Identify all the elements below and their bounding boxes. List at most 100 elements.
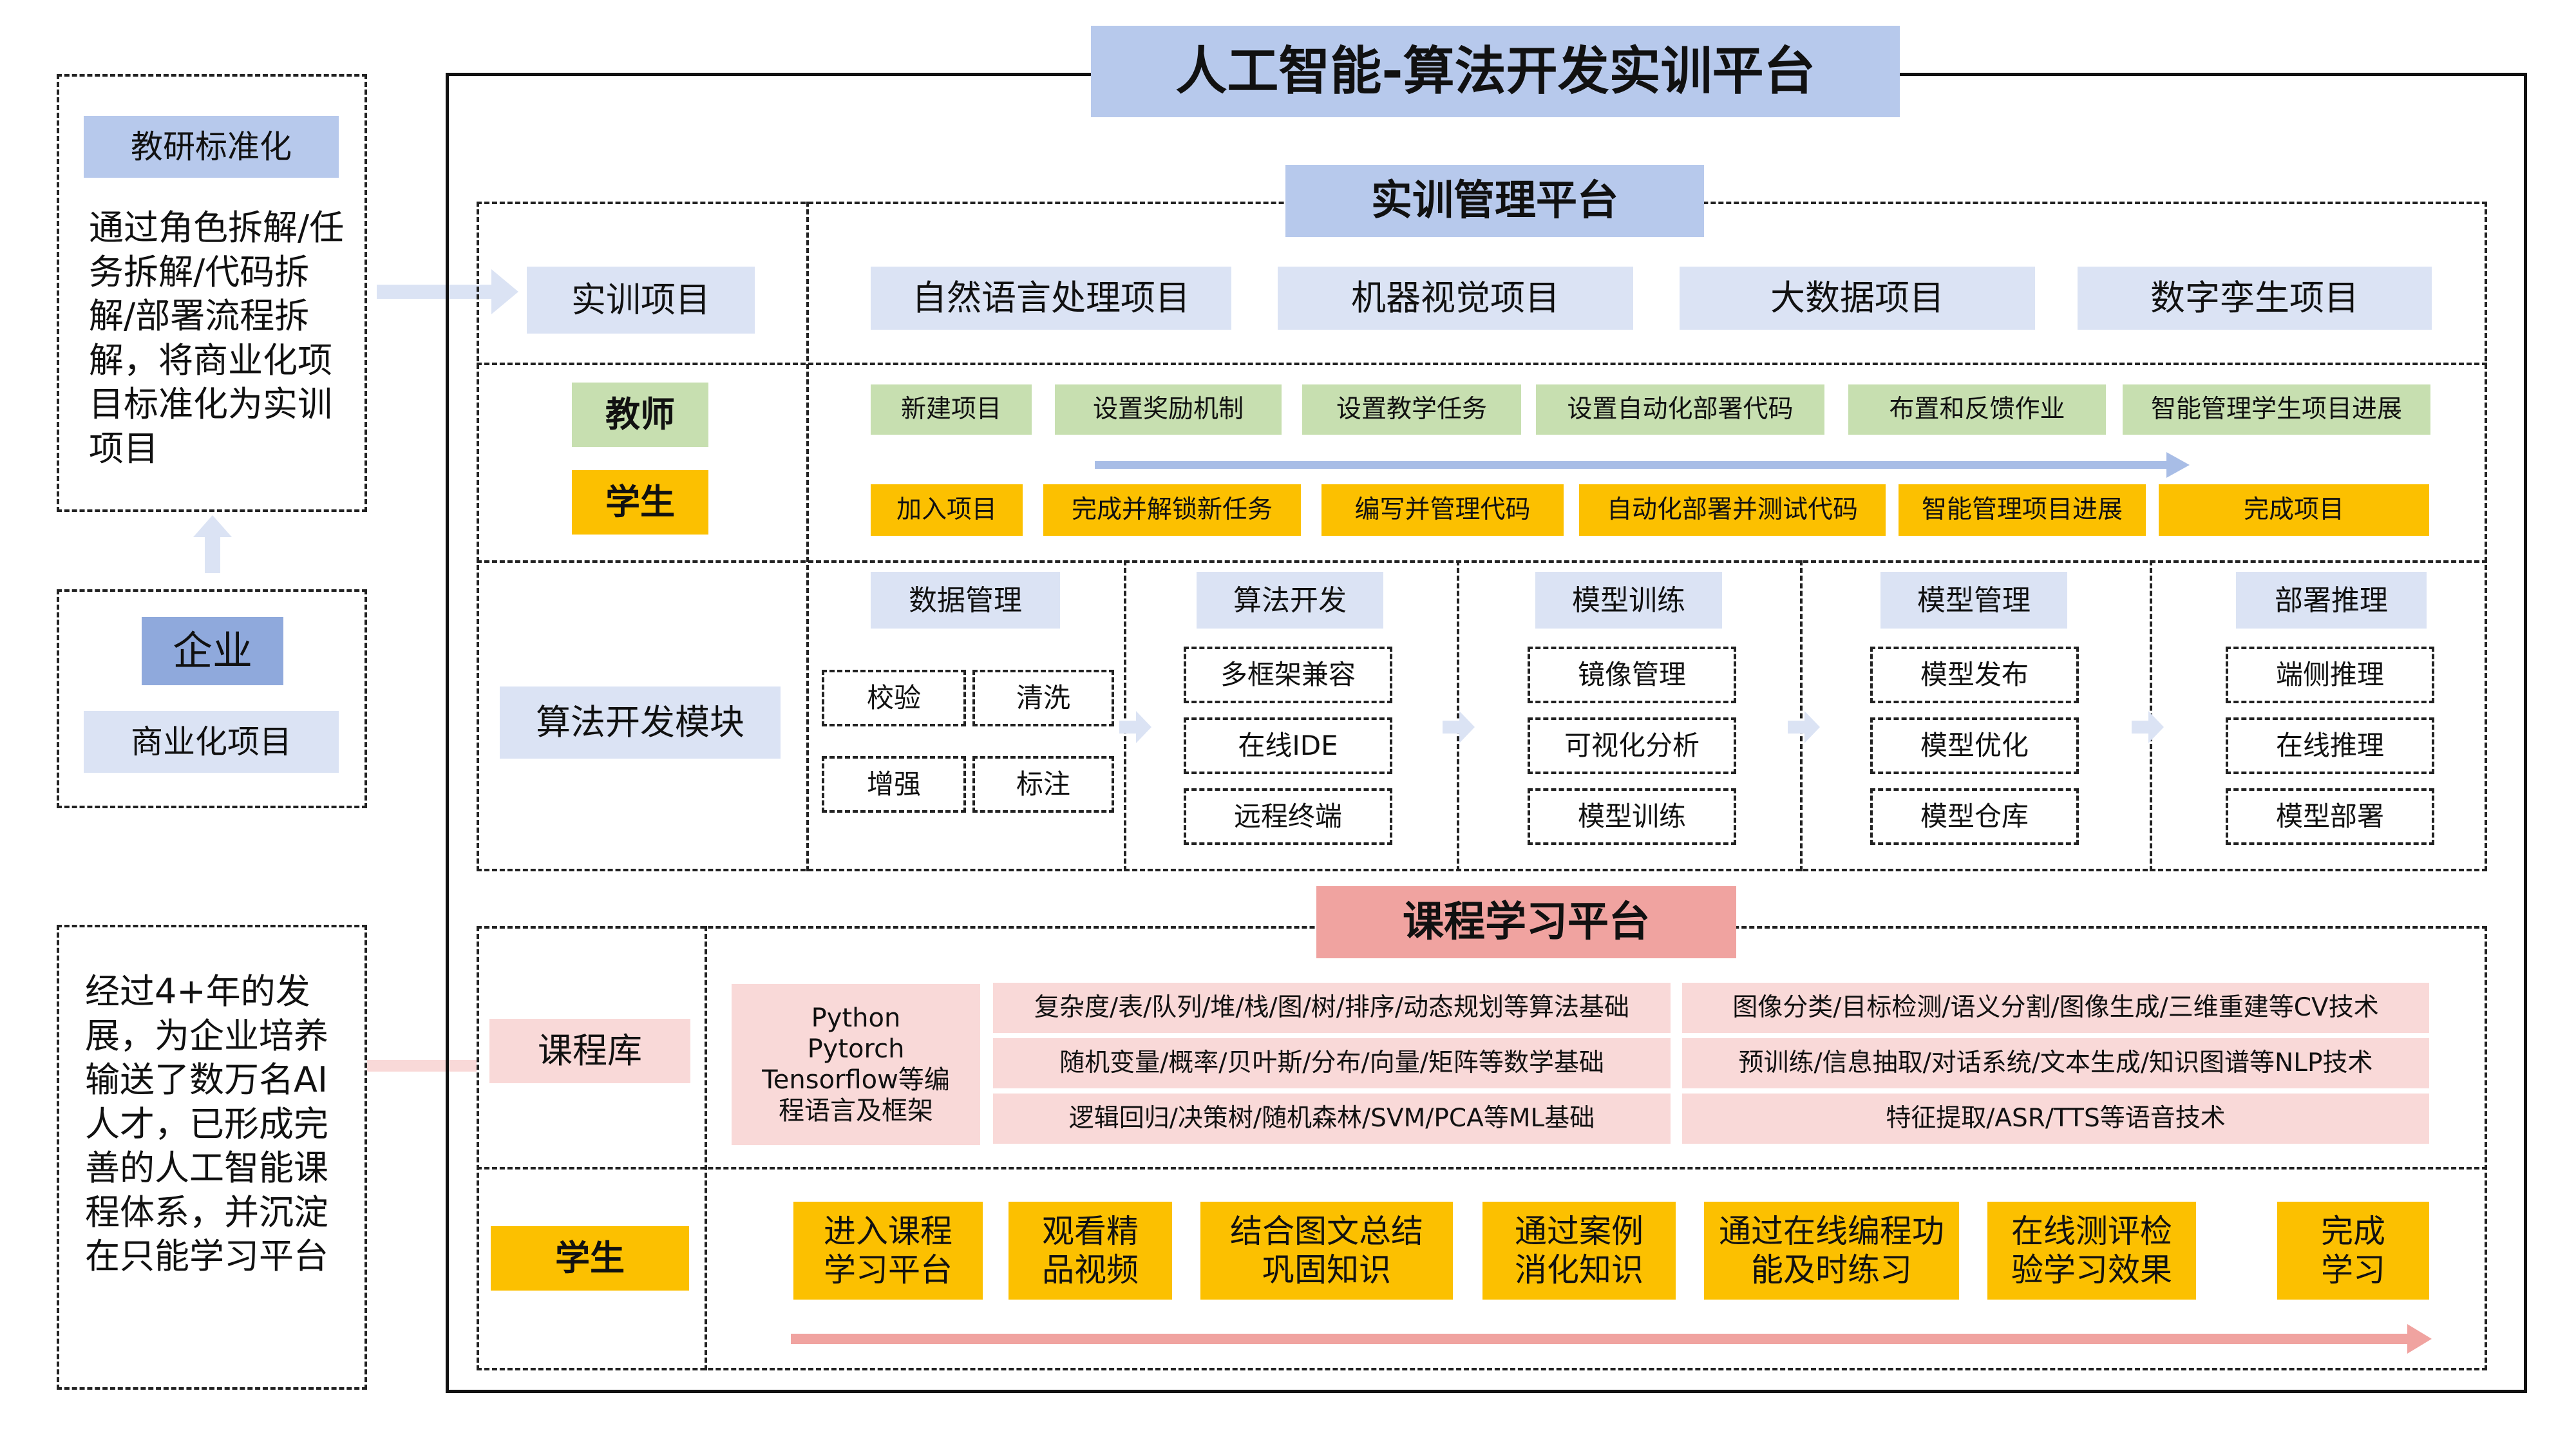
course-step-practice: 通过在线编程功 能及时练习 <box>1704 1202 1959 1300</box>
training-projects-label: 实训项目 <box>527 267 755 334</box>
deploy-model-deploy-box: 模型部署 <box>2226 788 2434 845</box>
course-library-label: 课程库 <box>489 1019 690 1083</box>
divider-course-row <box>477 1167 2487 1170</box>
language-framework-box: Python Pytorch Tensorflow等编 程语言及框架 <box>732 984 980 1145</box>
teacher-step-smart-management: 智能管理学生项目进展 <box>2123 384 2430 435</box>
teacher-step-tasks: 设置教学任务 <box>1302 384 1521 435</box>
up-arrow <box>193 515 232 573</box>
course-step-assessment: 在线测评检 验学习效果 <box>1987 1202 2196 1300</box>
standardization-tag: 教研标准化 <box>84 116 339 178</box>
commercial-project-tag: 商业化项目 <box>84 711 339 773</box>
train-image-mgmt-box: 镜像管理 <box>1528 647 1736 703</box>
data-augment-box: 增强 <box>822 756 966 813</box>
divider-module-1 <box>1124 560 1126 871</box>
teacher-step-reward: 设置奖励机制 <box>1055 384 1282 435</box>
algo-multi-framework-box: 多框架兼容 <box>1184 647 1392 703</box>
student-label-mgmt: 学生 <box>572 470 708 535</box>
lang-tensorflow: Tensorflow等编 <box>762 1065 950 1095</box>
module-arrow-2 <box>1443 711 1475 743</box>
divider-row-1 <box>477 363 2487 365</box>
divider-left-column <box>806 202 809 871</box>
project-cv: 机器视觉项目 <box>1278 267 1633 330</box>
student-step-unlock: 完成并解锁新任务 <box>1043 484 1301 536</box>
course-speech-tech: 特征提取/ASR/TTS等语音技术 <box>1682 1094 2429 1144</box>
divider-row-2 <box>477 560 2487 563</box>
lang-python: Python <box>811 1003 901 1033</box>
deploy-edge-inference-box: 端侧推理 <box>2226 647 2434 703</box>
student-step-progress: 智能管理项目进展 <box>1899 484 2146 536</box>
module-model-training-title: 模型训练 <box>1535 572 1722 629</box>
course-step-finish-line2: 学习 <box>2321 1251 2385 1289</box>
project-bigdata: 大数据项目 <box>1680 267 2035 330</box>
course-step-practice-line1: 通过在线编程功 <box>1719 1213 1944 1250</box>
module-algorithm-dev-title: 算法开发 <box>1197 572 1383 629</box>
data-clean-box: 清洗 <box>972 670 1114 726</box>
algo-online-ide-box: 在线IDE <box>1184 717 1392 774</box>
project-nlp: 自然语言处理项目 <box>871 267 1231 330</box>
course-step-case: 通过案例 消化知识 <box>1482 1202 1676 1300</box>
student-step-join: 加入项目 <box>871 484 1023 536</box>
course-step-case-line2: 消化知识 <box>1515 1251 1643 1289</box>
training-management-title: 实训管理平台 <box>1285 165 1704 237</box>
lang-pytorch: Pytorch <box>807 1034 905 1064</box>
teacher-step-new-project: 新建项目 <box>871 384 1032 435</box>
course-step-assessment-line2: 验学习效果 <box>2011 1251 2172 1289</box>
module-arrow-4 <box>2132 711 2164 743</box>
divider-course-left <box>705 926 707 1370</box>
page-title: 人工智能-算法开发实训平台 <box>1091 26 1900 117</box>
standardization-description: 通过角色拆解/任务拆解/代码拆解/部署流程拆解，将商业化项目标准化为实训项目 <box>89 207 345 469</box>
train-model-training-box: 模型训练 <box>1528 788 1736 845</box>
talent-panel <box>57 925 367 1390</box>
course-step-enter: 进入课程 学习平台 <box>793 1202 983 1300</box>
deploy-online-inference-box: 在线推理 <box>2226 717 2434 774</box>
course-step-enter-line1: 进入课程 <box>824 1213 952 1250</box>
module-model-management-title: 模型管理 <box>1880 572 2067 629</box>
course-ml-basics: 逻辑回归/决策树/随机森林/SVM/PCA等ML基础 <box>993 1094 1671 1144</box>
course-flow-arrow <box>791 1323 2432 1355</box>
model-publish-box: 模型发布 <box>1870 647 2079 703</box>
course-step-video: 观看精 品视频 <box>1009 1202 1172 1300</box>
student-label-course: 学生 <box>491 1226 689 1291</box>
course-nlp-tech: 预训练/信息抽取/对话系统/文本生成/知识图谱等NLP技术 <box>1682 1038 2429 1088</box>
course-step-finish: 完成 学习 <box>2277 1202 2429 1300</box>
model-optimize-box: 模型优化 <box>1870 717 2079 774</box>
enterprise-tag: 企业 <box>142 617 283 685</box>
module-data-management-title: 数据管理 <box>871 572 1060 629</box>
data-annotate-box: 标注 <box>972 756 1114 813</box>
course-step-case-line1: 通过案例 <box>1515 1213 1643 1250</box>
algo-remote-terminal-box: 远程终端 <box>1184 788 1392 845</box>
enterprise-panel <box>57 589 367 808</box>
course-step-assessment-line1: 在线测评检 <box>2011 1213 2172 1250</box>
student-step-complete: 完成项目 <box>2159 484 2429 536</box>
course-step-finish-line1: 完成 <box>2321 1213 2385 1250</box>
standardization-panel <box>57 74 367 512</box>
model-repository-box: 模型仓库 <box>1870 788 2079 845</box>
module-arrow-1 <box>1119 711 1151 743</box>
module-deploy-inference-title: 部署推理 <box>2236 572 2427 629</box>
teacher-student-flow-arrow <box>1095 451 2190 479</box>
course-step-enter-line2: 学习平台 <box>824 1251 952 1289</box>
data-validate-box: 校验 <box>822 670 966 726</box>
project-digital-twin: 数字孪生项目 <box>2078 267 2432 330</box>
train-visual-analysis-box: 可视化分析 <box>1528 717 1736 774</box>
student-step-code: 编写并管理代码 <box>1321 484 1564 536</box>
teacher-step-homework: 布置和反馈作业 <box>1848 384 2106 435</box>
teacher-label: 教师 <box>572 383 708 447</box>
course-step-summary-line2: 巩固知识 <box>1262 1251 1391 1289</box>
student-step-deploy-test: 自动化部署并测试代码 <box>1579 484 1886 536</box>
course-math-basics: 随机变量/概率/贝叶斯/分布/向量/矩阵等数学基础 <box>993 1038 1671 1088</box>
course-step-summary-line1: 结合图文总结 <box>1230 1213 1423 1250</box>
course-step-summary: 结合图文总结 巩固知识 <box>1200 1202 1453 1300</box>
algorithm-module-label: 算法开发模块 <box>500 687 781 759</box>
divider-module-2 <box>1457 560 1459 871</box>
divider-module-3 <box>1800 560 1803 871</box>
lang-frameworks: 程语言及框架 <box>779 1096 933 1126</box>
module-arrow-3 <box>1788 711 1820 743</box>
to-course-arrow <box>367 1051 477 1081</box>
course-step-practice-line2: 能及时练习 <box>1751 1251 1912 1289</box>
course-learning-title: 课程学习平台 <box>1316 886 1736 958</box>
course-cv-tech: 图像分类/目标检测/语义分割/图像生成/三维重建等CV技术 <box>1682 983 2429 1033</box>
course-step-video-line1: 观看精 <box>1042 1213 1139 1250</box>
course-algorithm-basics: 复杂度/表/队列/堆/栈/图/树/排序/动态规划等算法基础 <box>993 983 1671 1033</box>
teacher-step-deploy-code: 设置自动化部署代码 <box>1536 384 1824 435</box>
